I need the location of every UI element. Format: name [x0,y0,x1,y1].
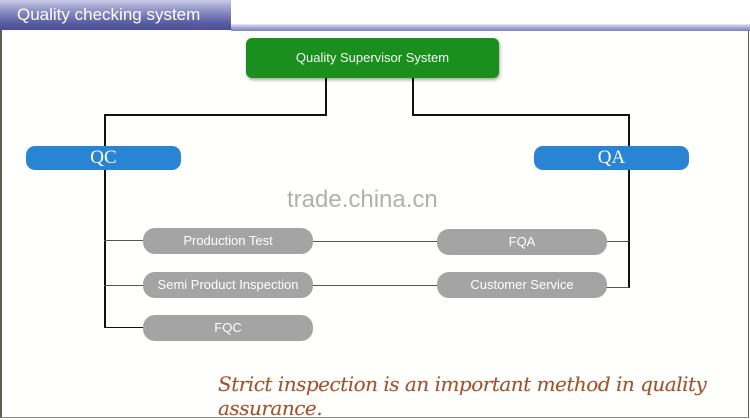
semi-product-inspection-node: Semi Product Inspection [143,272,313,298]
title-underline [231,24,750,31]
connector-qc-fqc [104,327,144,328]
connector-root-right-down [412,78,414,115]
connector-semi-product-customer-service [312,285,438,286]
customer-service-node: Customer Service [437,272,607,298]
production-test-node: Production Test [143,228,313,254]
connector-root-right-horizontal [412,114,630,116]
connector-qa-vertical [628,114,630,288]
quality-supervisor-system-node: Quality Supervisor System [246,38,499,78]
connector-root-left-horizontal [104,114,327,116]
connector-root-left-down [325,78,327,115]
diagram-frame [0,30,749,418]
connector-qc-vertical [104,114,106,328]
fqc-node: FQC [143,315,313,341]
qa-node: QA [534,146,689,170]
connector-qa-customer-service [606,287,629,288]
connector-qc-production-test [104,240,144,241]
fqa-node: FQA [437,229,607,255]
connector-production-test-fqa [312,241,438,242]
connector-qa-fqa [606,241,629,242]
tagline: Strict inspection is an important method… [218,372,707,420]
connector-qc-semi-product [104,285,144,286]
qc-node: QC [26,146,181,170]
watermark: trade.china.cn [287,186,438,213]
page-title: Quality checking system [0,0,231,30]
